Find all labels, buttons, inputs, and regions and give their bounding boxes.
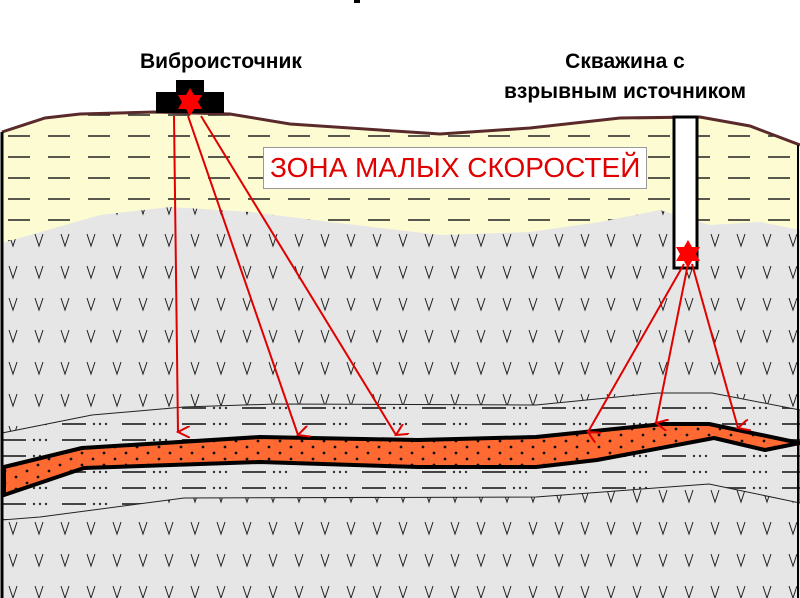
explosive-source-star-icon	[676, 240, 700, 268]
well-label-line1: Скважина с	[565, 50, 685, 73]
ray	[588, 263, 685, 432]
ray	[187, 115, 298, 435]
ray	[200, 115, 396, 435]
seismic-rays	[173, 115, 738, 435]
ray	[173, 115, 178, 432]
ray	[656, 263, 689, 423]
ground-surface	[1, 110, 800, 147]
low-velocity-zone-label: ЗОНА МАЛЫХ СКОРОСТЕЙ	[263, 147, 648, 189]
well-label: Скважина с взрывным источником	[480, 47, 770, 107]
borehole	[672, 115, 699, 270]
vibrator-source-star-icon	[178, 88, 202, 116]
ray	[691, 263, 738, 428]
vibrator-label: Виброисточник	[140, 50, 302, 73]
well-label-line2: взрывным источником	[503, 80, 746, 103]
top-mark	[354, 0, 360, 3]
